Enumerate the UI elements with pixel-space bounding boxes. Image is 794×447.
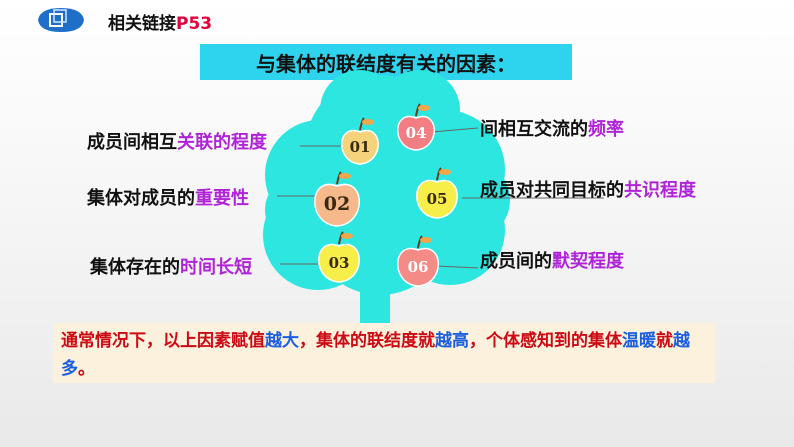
connector-lines (277, 127, 604, 269)
banner-title: 与集体的联结度有关的因素： (256, 51, 516, 76)
link-page: P53 (176, 14, 213, 34)
factor-02-text: 集体对成员的 (87, 188, 195, 209)
related-link-title: 相关链接P53 (108, 9, 212, 34)
apple-label-02: 02 (324, 193, 350, 215)
factor-06: 成员间的默契程度 (480, 247, 624, 273)
factor-05: 成员对共同目标的共识程度 (480, 176, 696, 202)
tree-canopy (263, 70, 510, 330)
apple-label-03: 03 (329, 254, 350, 272)
factor-03: 集体存在的时间长短 (90, 253, 252, 279)
factor-04-text: 间相互交流的 (480, 119, 588, 140)
summary-text-3: ，个体感知到的集体 (469, 331, 622, 351)
factor-06-highlight: 默契程度 (552, 251, 624, 272)
apple-label-04: 04 (406, 124, 427, 142)
summary-emphasis-3: 温暖 (622, 331, 656, 351)
factor-05-text: 成员对共同目标的 (480, 180, 624, 201)
link-prefix: 相关链接 (108, 14, 176, 34)
summary-emphasis-2: 越高 (435, 331, 469, 351)
apple-label-01: 01 (350, 138, 371, 156)
apple-06: 06 (397, 235, 439, 287)
apple-05: 05 (416, 167, 458, 219)
summary-text-1: 通常情况下，以上因素赋值 (61, 331, 265, 351)
summary-text-5: 。 (78, 359, 95, 379)
factor-04: 间相互交流的频率 (480, 115, 624, 141)
summary-emphasis-1: 越大 (265, 331, 299, 351)
summary-text-4: 就 (656, 331, 673, 351)
factor-05-highlight: 共识程度 (624, 180, 696, 201)
apple-04: 04 (397, 103, 435, 151)
apple-label-05: 05 (427, 190, 448, 208)
factor-01-highlight: 关联的程度 (177, 132, 267, 153)
factor-01-text: 成员间相互 (87, 132, 177, 153)
factor-06-text: 成员间的 (480, 251, 552, 272)
apple-02: 02 (314, 171, 360, 227)
factor-03-highlight: 时间长短 (180, 257, 252, 278)
factor-02: 集体对成员的重要性 (87, 184, 249, 210)
apple-label-06: 06 (408, 258, 429, 276)
factor-04-highlight: 频率 (588, 119, 624, 140)
summary-box: 通常情况下，以上因素赋值越大，集体的联结度就越高，个体感知到的集体温暖就越多。 (53, 323, 715, 383)
summary-text-2: ，集体的联结度就 (299, 331, 435, 351)
logo-icon (38, 8, 84, 32)
factor-03-text: 集体存在的 (90, 257, 180, 278)
summary-emphasis-4: 越多 (61, 331, 690, 379)
factor-02-highlight: 重要性 (195, 188, 249, 209)
factor-01: 成员间相互关联的程度 (87, 128, 267, 154)
apple-01: 01 (341, 117, 379, 165)
apple-03: 03 (318, 231, 360, 283)
factors-banner: 与集体的联结度有关的因素： (200, 44, 572, 80)
